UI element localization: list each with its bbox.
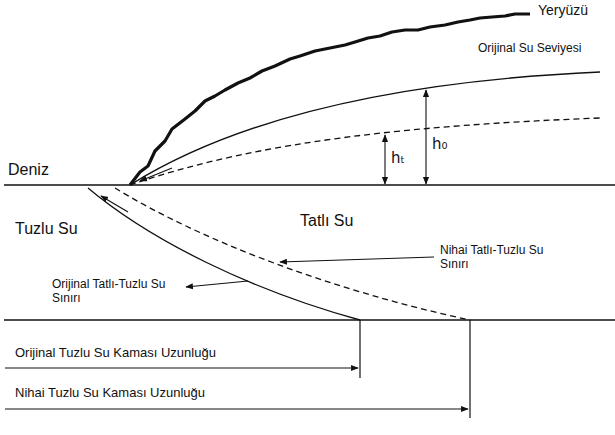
sea-level-line bbox=[4, 184, 615, 186]
original-water-table bbox=[130, 72, 600, 185]
tick-line bbox=[359, 320, 360, 378]
head-arrow bbox=[425, 90, 426, 184]
head-label: h₀ bbox=[432, 136, 448, 153]
sea-label: Deniz bbox=[8, 161, 49, 179]
water-level-label: Orijinal Su Seviyesi bbox=[478, 42, 581, 56]
final-interface bbox=[115, 188, 470, 320]
tick-line bbox=[469, 320, 470, 418]
region-label: Tatlı Su bbox=[300, 212, 353, 230]
head-arrow bbox=[384, 135, 385, 184]
interface-label: Orijinal Tatlı-Tuzlu Su Sınırı bbox=[52, 278, 180, 306]
length-label: Orijinal Tuzlu Su Kaması Uzunluğu bbox=[15, 346, 216, 361]
flow-arrow bbox=[140, 168, 172, 181]
ground-surface bbox=[130, 14, 530, 185]
leader-line bbox=[186, 281, 248, 287]
length-label: Nihai Tuzlu Su Kaması Uzunluğu bbox=[15, 386, 205, 401]
flow-arrow bbox=[101, 196, 128, 212]
surface-label: Yeryüzü bbox=[538, 2, 588, 18]
original-interface bbox=[88, 188, 360, 320]
aquifer-base-line bbox=[4, 319, 615, 321]
region-label: Tuzlu Su bbox=[15, 220, 78, 238]
leader-line bbox=[280, 257, 434, 262]
length-arrow bbox=[5, 408, 468, 409]
interface-label: Nihai Tatlı-Tuzlu Su Sınırı bbox=[440, 244, 544, 272]
final-water-table bbox=[130, 118, 600, 185]
length-arrow bbox=[5, 367, 358, 368]
head-label: hₜ bbox=[391, 150, 405, 167]
